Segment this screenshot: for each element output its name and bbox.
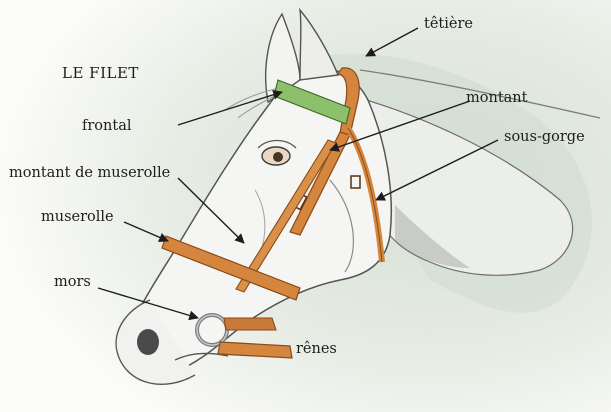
label-muserolle: muserolle (41, 210, 114, 225)
label-montant-de-muserolle: montant de muserolle (9, 166, 170, 181)
label-tetiere: têtière (424, 17, 473, 32)
label-montant: montant (466, 91, 527, 106)
horse-nostril (137, 329, 159, 355)
horse-pupil (273, 152, 283, 162)
label-frontal: frontal (82, 119, 131, 134)
label-sous-gorge: sous-gorge (504, 130, 585, 145)
rein-upper (224, 318, 276, 330)
label-mors: mors (54, 275, 91, 290)
diagram-title: LE FILET (62, 66, 139, 81)
label-renes: rênes (296, 342, 337, 357)
